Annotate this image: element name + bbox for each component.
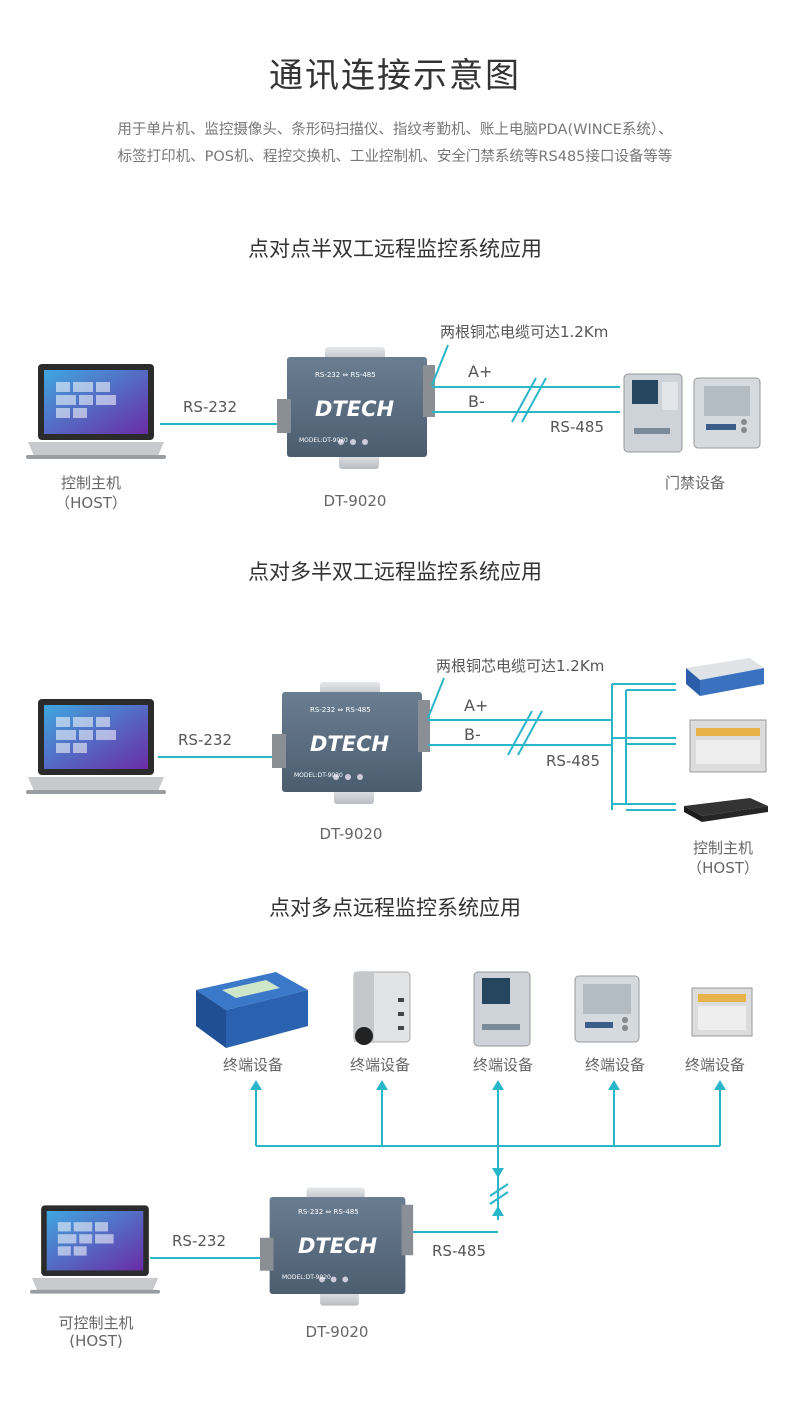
- terminal-device-icon: [574, 975, 640, 1043]
- intro-line-1: 用于单片机、监控摄像头、条形码扫描仪、指纹考勤机、账上电脑PDA(WINCE系统…: [117, 122, 673, 138]
- laptop-icon: [26, 364, 166, 459]
- section2-device-label: DT-9020: [319, 825, 383, 843]
- section1-rs485-label: RS-485: [550, 418, 604, 436]
- converter-top-text: RS-232 ⇔ RS-485: [298, 1208, 359, 1216]
- laptop-icon: [26, 699, 166, 794]
- section3-rs232-label: RS-232: [172, 1232, 226, 1250]
- door-access-icon: [623, 373, 761, 453]
- section3-device-label: DT-9020: [305, 1323, 369, 1341]
- section1-terminal-label: 门禁设备: [664, 474, 725, 492]
- section3-host-label-2: (HOST): [69, 1332, 123, 1350]
- converter-model-text: MODEL:DT-9020: [294, 772, 343, 779]
- converter-brand: DTECH: [315, 397, 395, 421]
- section3-rs232-wire: [150, 1257, 266, 1259]
- converter-graphic: [259, 1187, 414, 1306]
- section3-rs485-label: RS-485: [432, 1242, 486, 1260]
- converter-model-text: MODEL:DT-9020: [282, 1274, 331, 1281]
- section1-rs232-label: RS-232: [183, 398, 237, 416]
- terminal-device-icon: [691, 987, 753, 1037]
- converter-top-text: RS-232 ⇔ RS-485: [310, 706, 371, 714]
- section2-host-label: 控制主机: [692, 839, 753, 857]
- terminal-device-icon: [196, 972, 308, 1048]
- section2-title: 点对多半双工远程监控系统应用: [248, 560, 542, 584]
- converter-device: RS-232 ⇔ RS-485 DTECH MODEL:DT-9020: [258, 1184, 418, 1308]
- converter-graphic: [277, 347, 435, 469]
- converter-device: RS-232 ⇔ RS-485 DTECH MODEL:DT-9020: [275, 345, 440, 470]
- page-title: 通讯连接示意图: [269, 56, 521, 96]
- section2-b-minus: B-: [464, 725, 481, 744]
- section2-rs232-wire: [158, 756, 276, 758]
- section1-rs232-wire: [160, 423, 282, 425]
- converter-brand: DTECH: [310, 732, 390, 756]
- laptop-icon: [30, 1205, 160, 1294]
- converter-brand: DTECH: [298, 1234, 378, 1258]
- section1-cable-note: 两根铜芯电缆可达1.2Km: [440, 323, 609, 341]
- section3-terminal-4: 终端设备: [584, 1056, 645, 1074]
- terminal-device-icon: [473, 971, 531, 1047]
- section1-host-label: 控制主机: [60, 474, 121, 492]
- section1-a-plus: A+: [468, 362, 493, 381]
- converter-graphic: [272, 682, 430, 804]
- section3-title: 点对多点远程监控系统应用: [269, 896, 521, 920]
- converter-model-text: MODEL:DT-9020: [299, 437, 348, 444]
- section3-terminal-1: 终端设备: [222, 1056, 283, 1074]
- section1-title: 点对点半双工远程监控系统应用: [248, 237, 542, 261]
- terminal-devices-icon: [684, 658, 768, 822]
- section1-b-minus: B-: [468, 392, 485, 411]
- section3-host-label: 可控制主机: [58, 1314, 134, 1332]
- section2-rs232-label: RS-232: [178, 731, 232, 749]
- intro-line-2: 标签打印机、POS机、程控交换机、工业控制机、安全门禁系统等RS485接口设备等…: [117, 149, 673, 165]
- section2-rs485-label: RS-485: [546, 752, 600, 770]
- section2-cable-note: 两根铜芯电缆可达1.2Km: [436, 657, 605, 675]
- section3-terminal-5: 终端设备: [684, 1056, 745, 1074]
- section1-host-label-2: （HOST）: [55, 494, 127, 512]
- section2-host-label-2: （HOST）: [687, 859, 759, 877]
- section3-terminal-2: 终端设备: [349, 1056, 410, 1074]
- converter-device: RS-232 ⇔ RS-485 DTECH MODEL:DT-9020: [270, 680, 435, 805]
- section1-device-label: DT-9020: [323, 492, 387, 510]
- section2-a-plus: A+: [464, 696, 489, 715]
- section3-terminal-3: 终端设备: [472, 1056, 533, 1074]
- terminal-device-icon: [353, 971, 411, 1045]
- converter-top-text: RS-232 ⇔ RS-485: [315, 371, 376, 379]
